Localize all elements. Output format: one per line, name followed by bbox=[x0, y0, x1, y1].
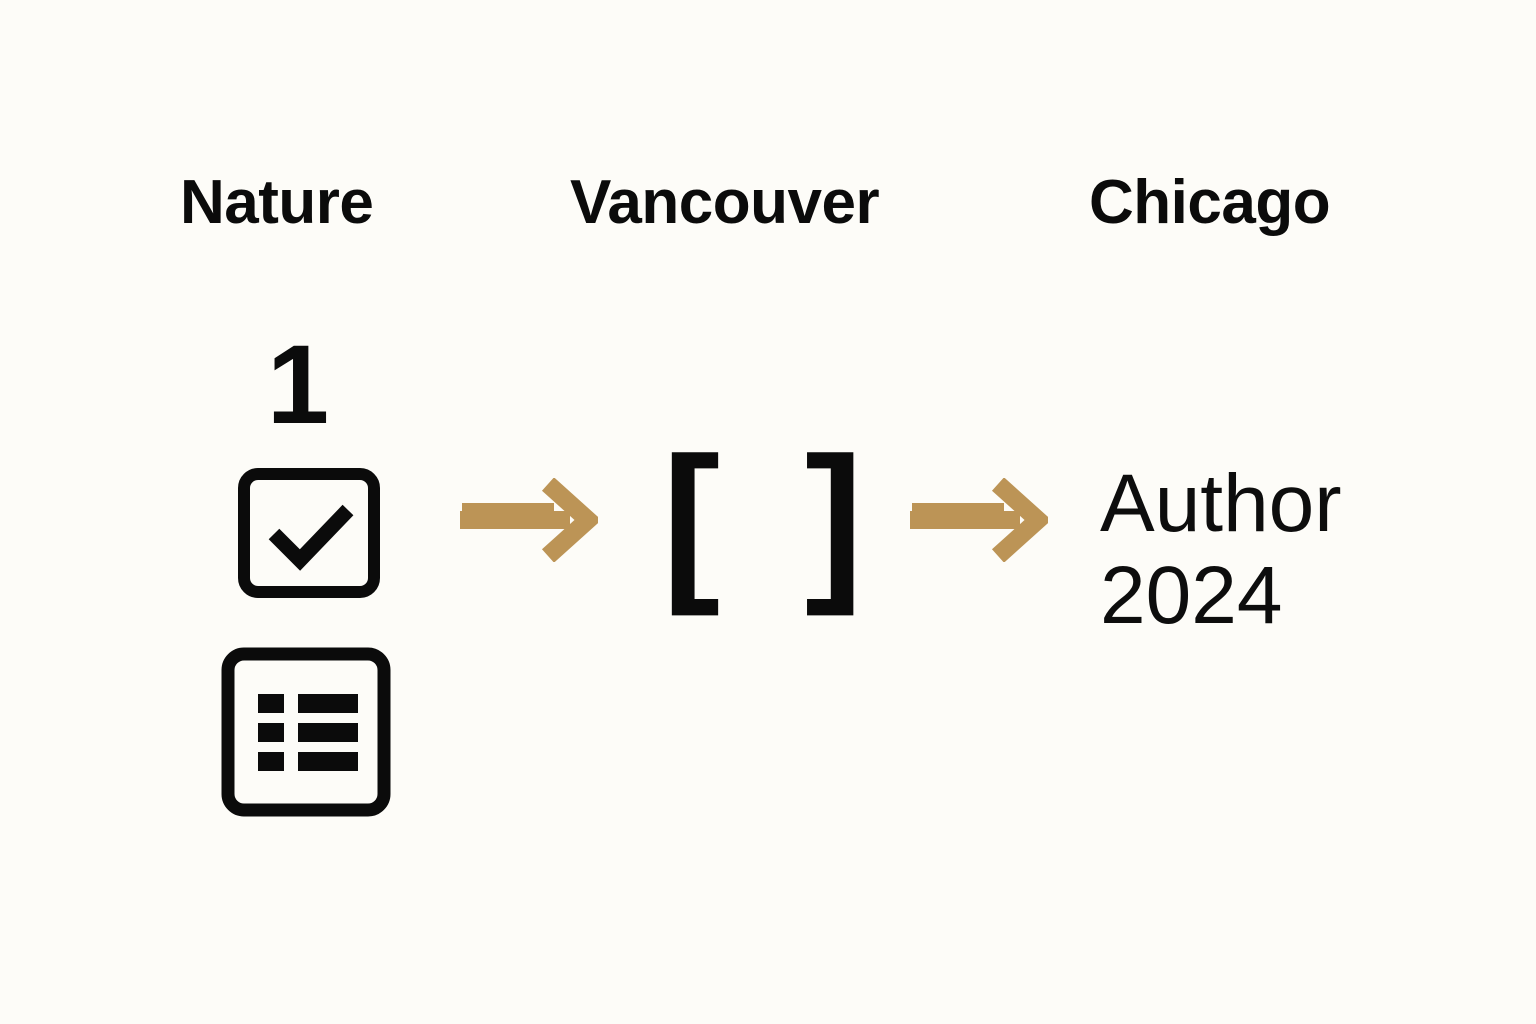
column-heading-chicago: Chicago bbox=[1089, 168, 1331, 237]
arrow-right-1-icon bbox=[460, 478, 598, 562]
column-heading-vancouver: Vancouver bbox=[570, 168, 880, 237]
vancouver-bracket-citation: [ ] bbox=[662, 422, 882, 617]
chicago-year: 2024 bbox=[1100, 549, 1283, 641]
stage-nature: 1 bbox=[220, 322, 391, 818]
citation-number: 1 bbox=[266, 322, 329, 447]
column-heading-nature: Nature bbox=[180, 168, 374, 237]
chicago-author: Author bbox=[1100, 458, 1342, 549]
stage-chicago: Author 2024 bbox=[1100, 458, 1342, 642]
checkbox-checked-icon bbox=[238, 467, 380, 598]
arrow-right-2-icon bbox=[910, 478, 1048, 562]
list-icon bbox=[221, 647, 391, 817]
